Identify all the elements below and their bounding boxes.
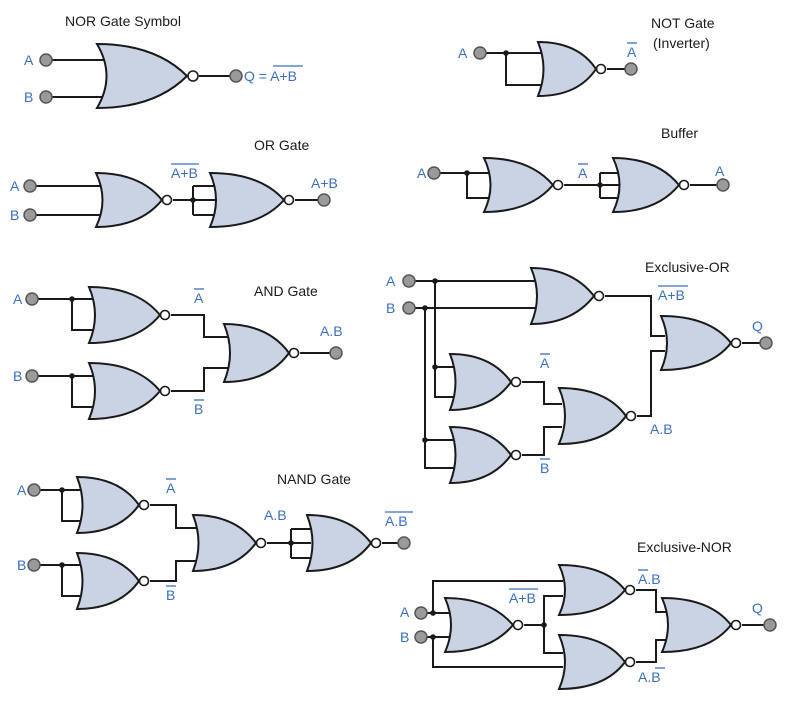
label-or-out: A+B — [311, 175, 338, 191]
nand-nor-a — [75, 475, 150, 535]
label-xnor-b: B — [400, 629, 409, 645]
title-xnor: Exclusive-NOR — [637, 539, 732, 555]
xnor-nor-top — [557, 563, 636, 617]
signal-labels: A B Q = A+B A A A B A+B A+B A A A A B A … — [10, 42, 763, 685]
label-xor-b: B — [386, 300, 395, 316]
title-or-gate: OR Gate — [254, 137, 309, 153]
title-nor-symbol: NOR Gate Symbol — [65, 13, 181, 29]
title-not-gate: NOT Gate — [651, 15, 715, 31]
title-nand-gate: NAND Gate — [277, 471, 351, 487]
gates — [75, 40, 742, 691]
label-nand-mid: A.B — [264, 507, 287, 523]
label-xor-mid: A.B — [650, 421, 673, 437]
title-not-gate-sub: (Inverter) — [653, 35, 710, 51]
label-nand-b: B — [17, 557, 26, 573]
label-xor-a: A — [386, 273, 396, 289]
label-xnor-top: A.B — [638, 571, 661, 587]
and-nor-out — [222, 322, 300, 384]
nand-nor-b — [75, 551, 150, 611]
label-buffer-a: A — [417, 165, 427, 181]
or-gate-nor-2 — [208, 171, 295, 229]
xnor-nor-out — [660, 596, 742, 654]
label-buffer-mid: A — [578, 165, 588, 181]
label-or-a: A — [10, 178, 20, 194]
label-and-out: A.B — [320, 323, 343, 339]
label-and-bbar: B — [194, 401, 203, 417]
label-nand-bbar: B — [166, 587, 175, 603]
buffer-nor-1 — [482, 156, 564, 214]
label-nand-a: A — [17, 482, 27, 498]
nor-symbol-gate — [95, 42, 199, 110]
label-and-b: B — [13, 368, 22, 384]
title-buffer: Buffer — [661, 125, 698, 141]
xnor-nor-in — [443, 596, 524, 654]
and-nor-a — [87, 285, 171, 345]
label-not-out: A — [627, 44, 637, 60]
label-nand-abar: A — [166, 480, 176, 496]
xor-nor-out — [659, 314, 742, 372]
nand-nor-out — [305, 513, 382, 573]
label-nor-output: Q = A+B — [244, 68, 297, 84]
and-nor-b — [87, 361, 171, 421]
not-gate — [536, 40, 607, 98]
xor-nor-b — [448, 425, 522, 485]
label-xnor-q: Q — [752, 600, 763, 616]
label-nand-out: A.B — [385, 513, 408, 529]
label-nor-b: B — [24, 89, 33, 105]
xor-nor-a — [448, 352, 522, 412]
nand-nor-mid — [191, 513, 267, 573]
or-gate-nor-1 — [94, 171, 173, 229]
label-or-b: B — [10, 207, 19, 223]
buffer-nor-2 — [611, 156, 690, 214]
label-nor-a: A — [24, 52, 34, 68]
label-and-a: A — [13, 291, 23, 307]
label-not-a: A — [458, 45, 468, 61]
label-xor-top: A+B — [658, 287, 685, 303]
label-or-mid: A+B — [171, 165, 198, 181]
label-xor-q: Q — [752, 318, 763, 334]
title-and-gate: AND Gate — [254, 283, 318, 299]
xor-nor-top — [529, 266, 605, 326]
terminals — [23, 46, 777, 644]
junctions — [59, 50, 603, 640]
xnor-nor-bottom — [557, 633, 636, 691]
label-xnor-bottom: A.B — [638, 669, 661, 685]
label-xor-abar: A — [540, 355, 550, 371]
label-buffer-out: A — [715, 163, 725, 179]
xor-nor-mid — [557, 386, 637, 446]
label-and-abar: A — [194, 290, 204, 306]
label-xnor-nor: A+B — [509, 590, 536, 606]
label-xor-bbar: B — [540, 460, 549, 476]
title-xor: Exclusive-OR — [645, 259, 730, 275]
label-xnor-a: A — [400, 604, 410, 620]
